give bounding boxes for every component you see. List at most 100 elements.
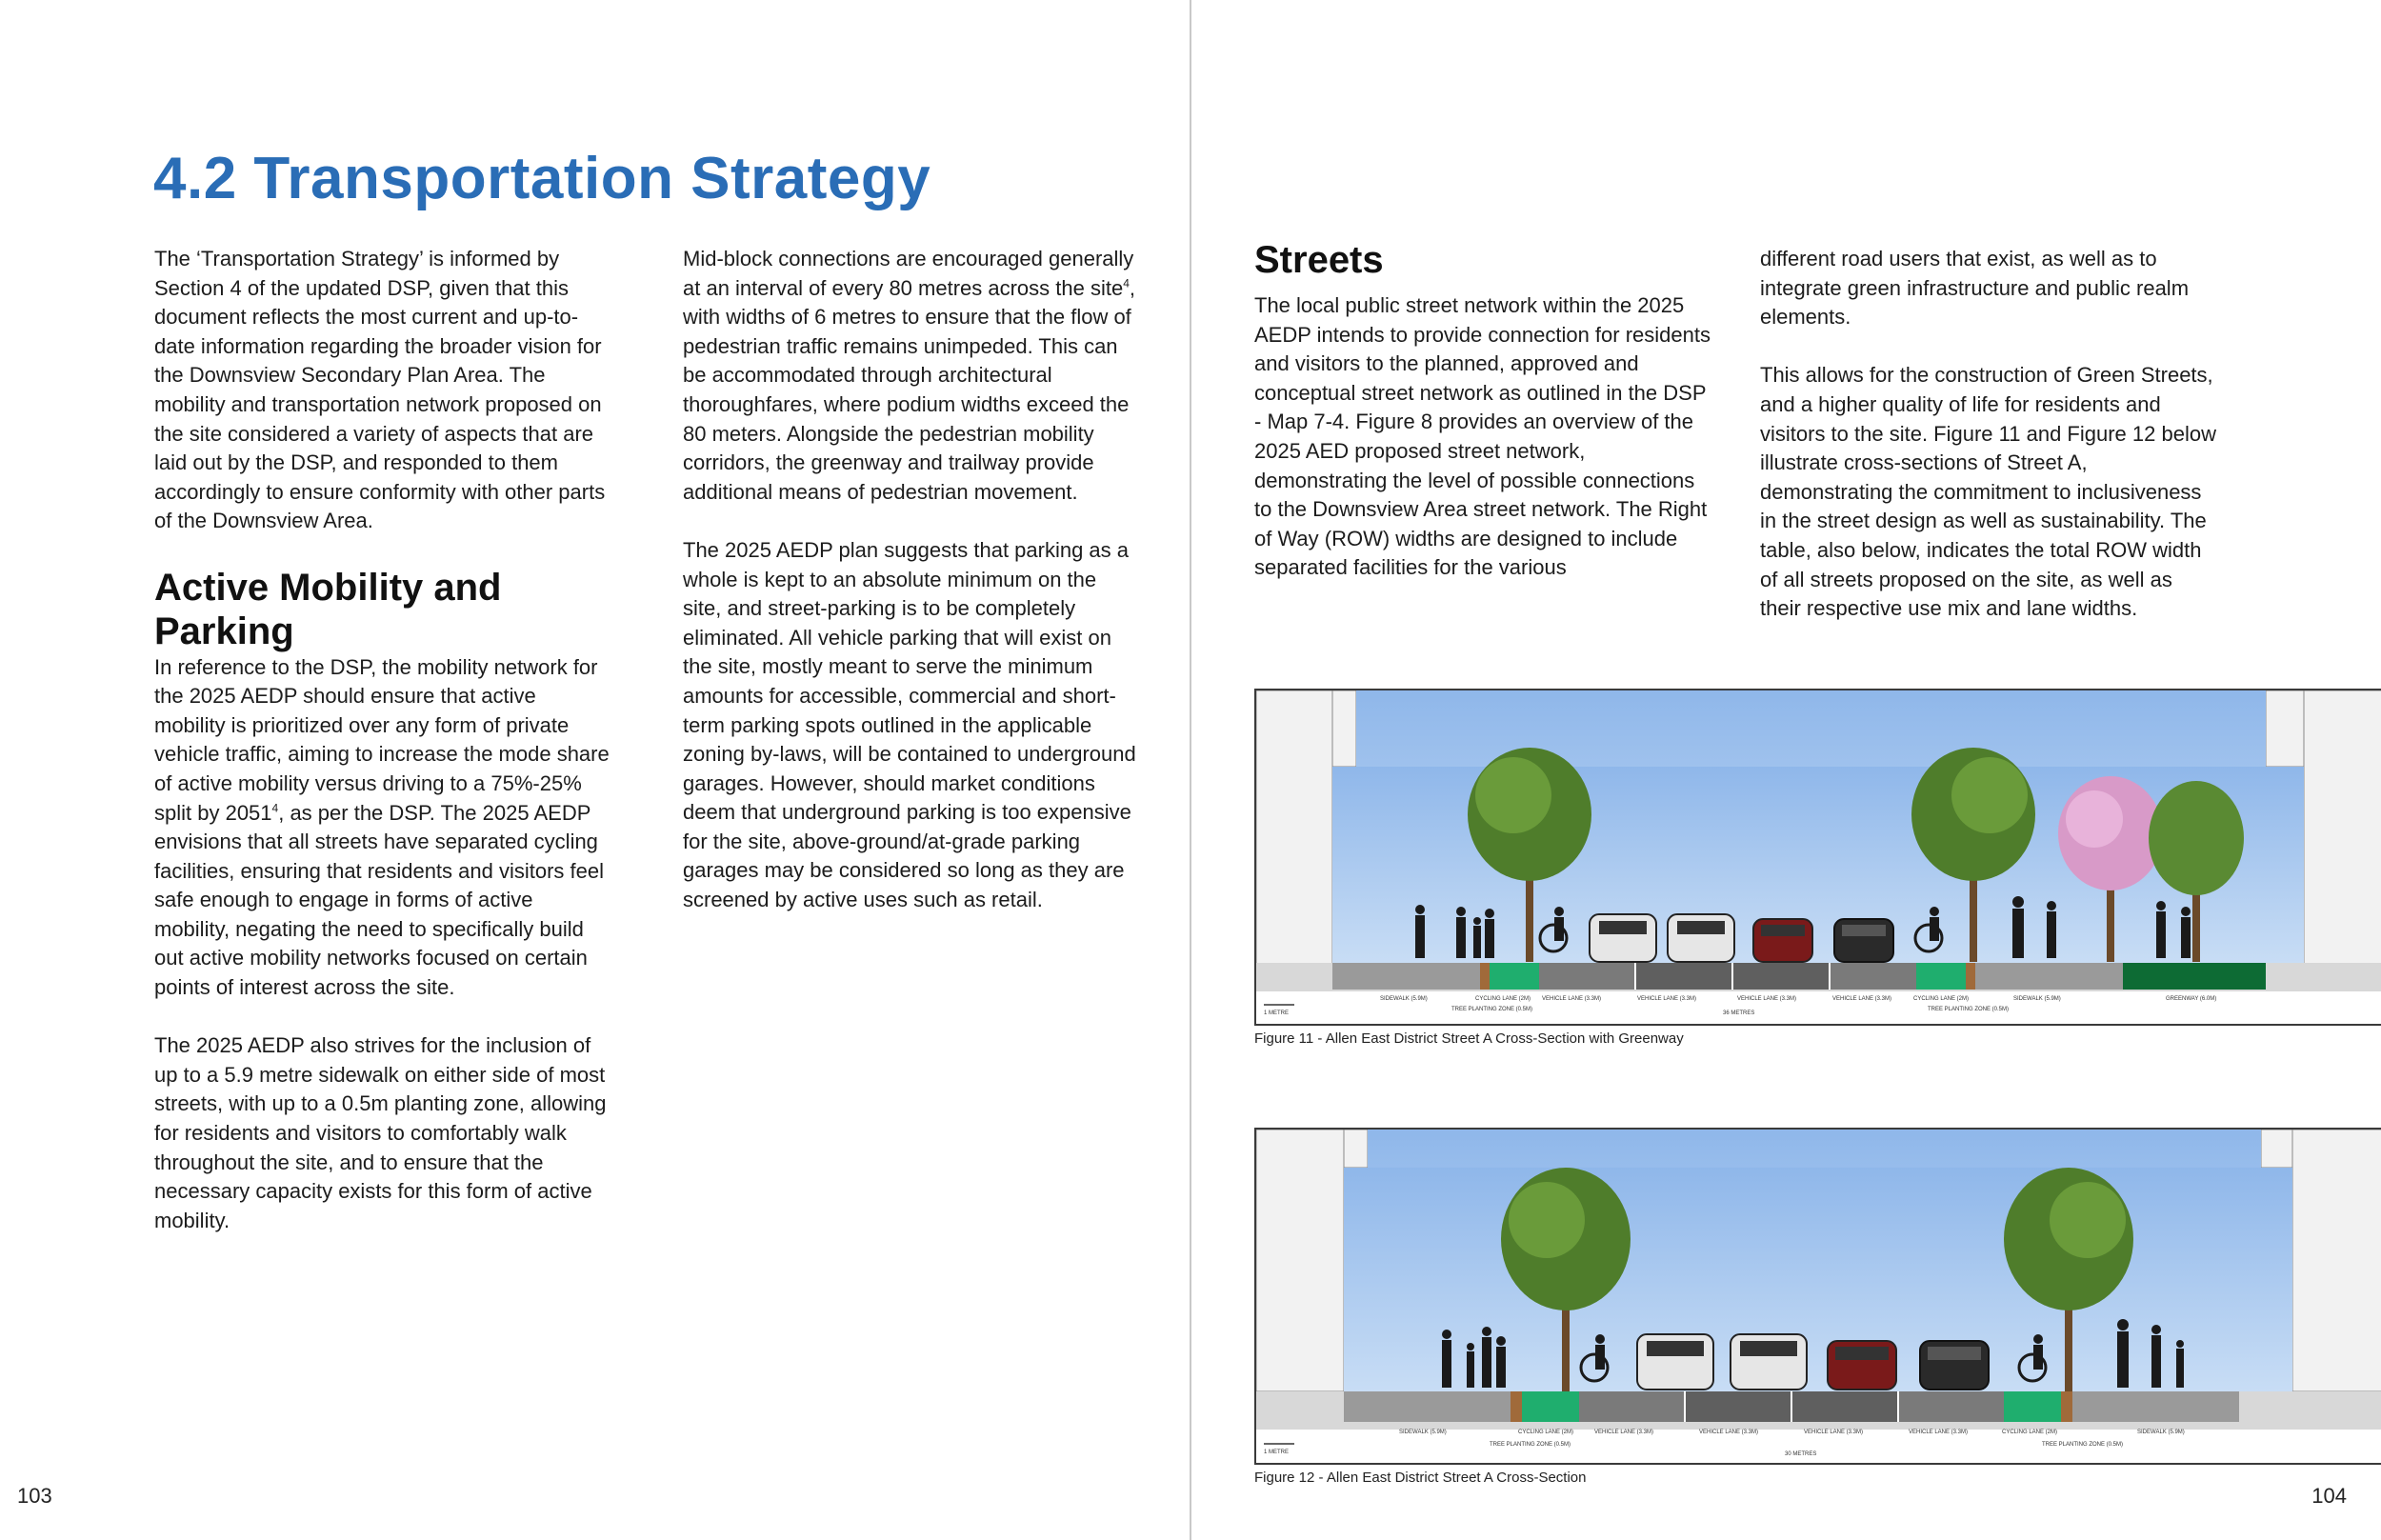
label-planting-left: TREE PLANTING ZONE (0.5M): [1451, 1007, 1532, 1012]
label-vehicle-2: VEHICLE LANE (3.3M): [1699, 1430, 1758, 1435]
page-spread-divider: [1190, 0, 1191, 1540]
car-icon: [1589, 913, 1657, 963]
label-planting-right: TREE PLANTING ZONE (0.5M): [2042, 1442, 2123, 1448]
vehicle-lane: [1686, 1391, 1791, 1422]
planting-zone-left: [1480, 963, 1490, 990]
tree-icon: [1911, 748, 2035, 962]
vehicle-lane: [1579, 1391, 1684, 1422]
sidewalk-left: [1332, 963, 1480, 990]
active-mobility-paragraph: In reference to the DSP, the mobility ne…: [154, 653, 611, 1003]
green-streets-paragraph: This allows for the construction of Gree…: [1760, 363, 2216, 621]
pedestrian-icon: [1415, 905, 1494, 958]
car-icon: [1833, 918, 1894, 963]
building-right: [2291, 1130, 2381, 1392]
vehicle-lane: [1539, 963, 1634, 990]
pedestrian-icon: [2012, 896, 2191, 958]
planting-zone-right: [2061, 1391, 2072, 1422]
scale-label: 1 METRE: [1264, 1010, 1289, 1016]
label-cycling-right: CYCLING LANE (2M): [1913, 996, 1969, 1002]
text-run: Mid-block connections are encouraged gen…: [683, 247, 1134, 300]
cyclist-icon: [1538, 907, 1569, 953]
car-icon: [1730, 1333, 1808, 1390]
page-number-right: 104: [2311, 1484, 2347, 1508]
planting-zone-right: [1966, 963, 1975, 990]
label-total-width: 30 METRES: [1785, 1451, 1816, 1457]
scale-label: 1 METRE: [1264, 1450, 1289, 1455]
mid-block-paragraph: Mid-block connections are encouraged gen…: [683, 245, 1140, 507]
cross-section-illustration: 1 METRE SIDEWALK (5.9M) CYCLING LANE (2M…: [1256, 690, 2381, 1016]
label-sidewalk-left: SIDEWALK (5.9M): [1380, 996, 1428, 1002]
figure-11-caption: Figure 11 - Allen East District Street A…: [1254, 1030, 1684, 1047]
label-cycling-left: CYCLING LANE (2M): [1518, 1430, 1573, 1435]
building-left: [1256, 690, 1333, 968]
lane-marking: [1791, 1391, 1792, 1422]
label-planting-right: TREE PLANTING ZONE (0.5M): [1928, 1007, 2009, 1012]
label-vehicle-3: VEHICLE LANE (3.3M): [1804, 1430, 1863, 1435]
streets-paragraph: The local public street network within t…: [1254, 293, 1711, 580]
cross-section-illustration: 1 METRE SIDEWALK (5.9M) CYCLING LANE (2M…: [1256, 1130, 2381, 1457]
building-left-upper: [1343, 1130, 1369, 1169]
cycling-lane-right: [2004, 1391, 2061, 1422]
streets-continued-paragraph: different road users that exist, as well…: [1760, 247, 2190, 330]
figure-12-cross-section: 1 METRE SIDEWALK (5.9M) CYCLING LANE (2M…: [1254, 1128, 2381, 1465]
label-vehicle-4: VEHICLE LANE (3.3M): [1832, 996, 1891, 1002]
cyclist-icon: [2017, 1334, 2048, 1383]
label-greenway: GREENWAY (6.0M): [2166, 996, 2216, 1002]
cycling-lane-right: [1916, 963, 1966, 990]
sidewalk-left: [1344, 1391, 1511, 1422]
label-vehicle-1: VEHICLE LANE (3.3M): [1594, 1430, 1653, 1435]
flowering-tree-icon: [2058, 776, 2163, 962]
figure-12-caption: Figure 12 - Allen East District Street A…: [1254, 1470, 1587, 1486]
cycling-lane-left: [1490, 963, 1539, 990]
lane-marking: [1684, 1391, 1686, 1422]
page-title: 4.2 Transportation Strategy: [153, 146, 931, 211]
page-number-left: 103: [17, 1484, 52, 1508]
building-left: [1256, 1130, 1345, 1392]
car-icon: [1636, 1333, 1714, 1390]
lane-marking: [1897, 1391, 1899, 1422]
label-cycling-left: CYCLING LANE (2M): [1475, 996, 1531, 1002]
pedestrian-icon: [2117, 1319, 2184, 1388]
sidewalk-right: [2072, 1391, 2239, 1422]
lane-marking: [1829, 963, 1831, 990]
intro-paragraph: The ‘Transportation Strategy’ is informe…: [154, 247, 606, 533]
sidewalk-paragraph: The 2025 AEDP also strives for the inclu…: [154, 1033, 607, 1232]
car-icon: [1667, 913, 1735, 963]
label-planting-left: TREE PLANTING ZONE (0.5M): [1490, 1442, 1571, 1448]
tree-icon: [1501, 1168, 1631, 1391]
left-column-1: The ‘Transportation Strategy’ is informe…: [154, 245, 611, 1265]
vehicle-lane: [1636, 963, 1731, 990]
label-sidewalk-right: SIDEWALK (5.9M): [2137, 1430, 2185, 1435]
building-left-upper: [1331, 690, 1357, 768]
building-right-upper: [2260, 1130, 2293, 1169]
streets-heading: Streets: [1254, 239, 1384, 281]
label-vehicle-1: VEHICLE LANE (3.3M): [1542, 996, 1601, 1002]
greenway: [2123, 963, 2266, 990]
pedestrian-icon: [1442, 1327, 1506, 1388]
label-sidewalk-right: SIDEWALK (5.9M): [2013, 996, 2061, 1002]
building-right-upper: [2265, 690, 2305, 768]
label-cycling-right: CYCLING LANE (2M): [2002, 1430, 2057, 1435]
car-icon: [1827, 1340, 1897, 1390]
label-vehicle-3: VEHICLE LANE (3.3M): [1737, 996, 1796, 1002]
planting-zone-left: [1511, 1391, 1522, 1422]
tree-icon: [1468, 748, 1591, 962]
text-run: , as per the DSP. The 2025 AEDP envision…: [154, 800, 605, 1000]
cyclist-icon: [1579, 1334, 1610, 1383]
vehicle-lane: [1831, 963, 1916, 990]
footnote-ref: 4: [271, 801, 279, 815]
cycling-lane-left: [1522, 1391, 1579, 1422]
figure-11-cross-section: 1 METRE SIDEWALK (5.9M) CYCLING LANE (2M…: [1254, 689, 2381, 1026]
vehicle-lane: [1899, 1391, 2004, 1422]
car-icon: [1752, 918, 1813, 963]
tree-icon: [2149, 781, 2244, 962]
label-total-width: 36 METRES: [1723, 1010, 1754, 1016]
label-vehicle-4: VEHICLE LANE (3.3M): [1909, 1430, 1968, 1435]
label-sidewalk-left: SIDEWALK (5.9M): [1399, 1430, 1447, 1435]
lane-marking: [1634, 963, 1636, 990]
active-mobility-heading: Active Mobility and Parking: [154, 566, 502, 652]
footnote-ref: 4: [1123, 276, 1130, 290]
right-column-1: Streets The local public street network …: [1254, 238, 1711, 612]
text-run: , with widths of 6 metres to ensure that…: [683, 275, 1136, 504]
left-column-2: Mid-block connections are encouraged gen…: [683, 245, 1140, 944]
